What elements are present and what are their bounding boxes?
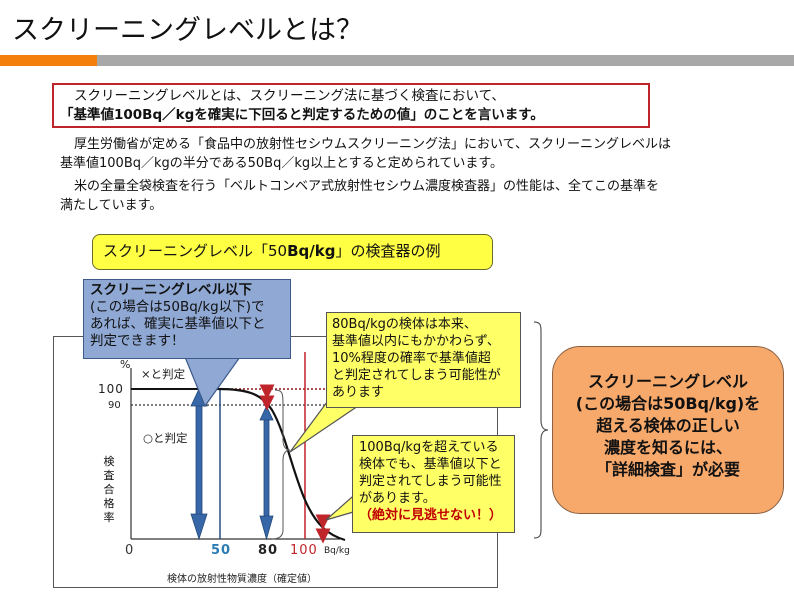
callout-blue-line-1: スクリーニングレベル以下 [90,282,252,298]
example-heading-unit: Bq/kg [287,242,336,260]
region-label-pass: ○と判定 [143,431,188,445]
callout-100-line-4: があります。 [359,491,436,506]
page-title: スクリーニングレベルとは？ [12,15,363,46]
x-tick-80: 80 [258,543,279,558]
example-heading-suffix: 」の検査器の例 [335,242,441,260]
brace-80 [271,389,291,540]
callout-80bq: 80Bq/kgの検体は本来、 基準値以内にもかかわらず、 10%程度の確率で基準… [326,312,521,408]
x-unit-label: Bq/kg [324,546,350,556]
callout-blue-line-3: あれば、確実に基準値以下と [90,316,266,332]
callout-blue-line-4: 判定できます！ [90,333,185,349]
callout-100-warning: （絶対に見逃せない！） [359,508,503,523]
orange-line-5: 「詳細検査」が必要 [595,460,740,479]
paragraph-2-line-2: 満たしています。 [60,198,163,213]
callout-100-line-2: 検体でも、基準値以下と [359,457,502,472]
paragraph-2-line-1: 米の全量全袋検査を行う「ベルトコンベア式放射性セシウム濃度検査器」の性能は、全て… [74,179,660,194]
callout-100bq: 100Bq/kgを超えている 検体でも、基準値以下と 判定されてしまう可能性 が… [352,435,515,533]
detailed-inspection-box: スクリーニングレベル (この場合は50Bq/kg)を 超える検体の正しい 濃度を… [552,346,784,514]
definition-line-2: 「基準値100Bq／kgを確実に下回ると判定するための値」のことを言います。 [60,107,544,123]
callout-blue-line-2: (この場合は50Bq/kg以下)で [90,299,265,315]
callout-80-line-2: 基準値以内にもかかわらず、 [332,334,500,349]
right-brace [533,321,549,539]
x-axis-title: 検体の放射性物質濃度（確定値） [167,574,317,585]
callout-80-line-3: 10%程度の確率で基準値超 [332,351,491,366]
callout-80-line-5: あります [332,385,385,400]
orange-line-4: 濃度を知るには、 [603,438,732,457]
blue-arrow-left [190,388,208,541]
definition-box: スクリーニングレベルとは、スクリーニング法に基づく検査において、 「基準値100… [52,83,650,128]
region-label-fail: ×と判定 [141,367,186,381]
x-tick-100: 100 [290,543,318,558]
blue-arrow-80 [259,405,274,541]
callout-80-line-4: と判定されてしまう可能性が [332,368,501,383]
callout-100-line-3: 判定されてしまう可能性 [359,474,502,489]
y-tick-100: 100 [98,382,124,396]
callout-screening-below: スクリーニングレベル以下 (この場合は50Bq/kg以下)で あれば、確実に基準… [83,279,291,359]
callout-80-line-1: 80Bq/kgの検体は本来、 [332,317,477,332]
callout-tail-blue [184,356,242,408]
orange-line-3: 超える検体の正しい [596,416,740,435]
callout-100-line-1: 100Bq/kgを超えている [359,440,499,455]
example-heading-prefix: スクリーニングレベル「50 [103,242,288,260]
example-heading: スクリーニングレベル「50Bq/kg」の検査器の例 [92,234,493,270]
y-tick-90: 90 [108,400,121,411]
x-tick-50: 50 [211,543,232,558]
title-divider-bar [97,55,794,66]
title-accent-bar [0,55,97,66]
orange-line-2: (この場合は50Bq/kg)を [575,394,761,413]
orange-line-1: スクリーニングレベル [587,372,748,391]
y-unit-label: % [120,358,131,371]
x-tick-0: 0 [125,543,135,558]
definition-line-1: スクリーニングレベルとは、スクリーニング法に基づく検査において、 [74,88,505,104]
paragraph-1-line-2: 基準値100Bq／kgの半分である50Bq／kg以上とすると定められています。 [60,156,504,171]
paragraph-1-line-1: 厚生労働省が定める「食品中の放射性セシウムスクリーニング法」において、スクリーニ… [74,137,671,152]
y-axis-title: 検査合格率 [103,455,115,524]
